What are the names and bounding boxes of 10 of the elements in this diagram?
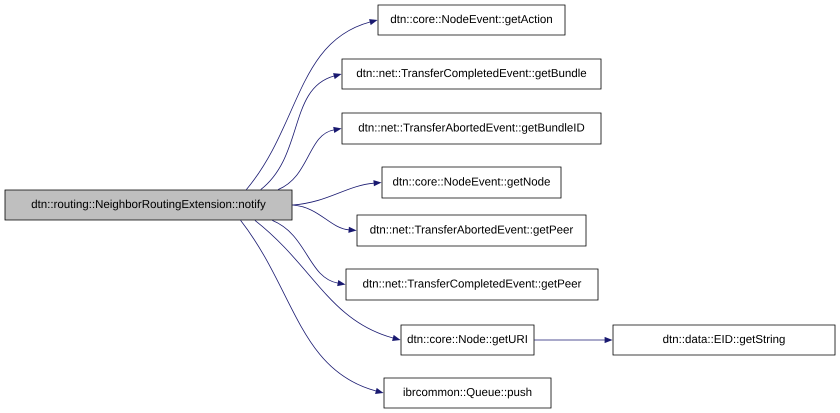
function-box: dtn::core::Node::getURI [400,324,534,356]
function-box: dtn::routing::NeighborRoutingExtension::notify [4,190,292,220]
function-box: dtn::core::NodeEvent::getNode [382,166,562,198]
function-box: dtn::net::TransferAbortedEvent::getPeer [356,214,586,246]
function-box: dtn::core::NodeEvent::getAction [378,4,566,36]
function-box: dtn::net::TransferCompletedEvent::getPeer [346,268,598,300]
function-box: ibrcommon::Queue::push [384,378,552,408]
function-box: dtn::net::TransferAbortedEvent::getBundleID [342,112,602,144]
function-box: dtn::data::EID::getString [612,324,836,356]
function-box: dtn::net::TransferCompletedEvent::getBundle [342,58,602,90]
